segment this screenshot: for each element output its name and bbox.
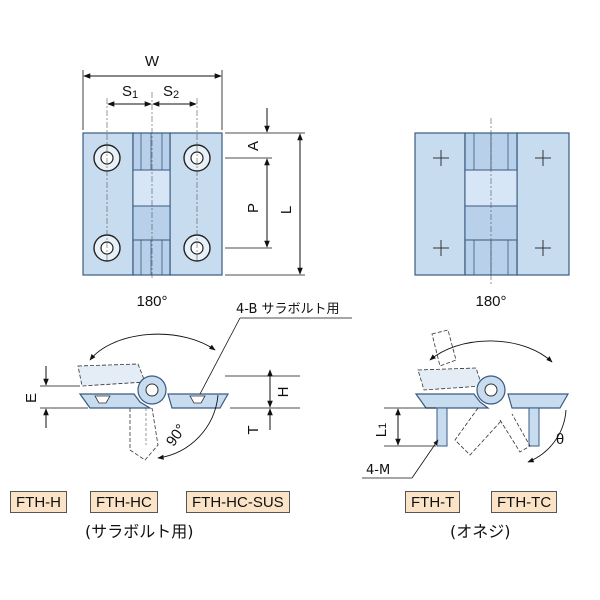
right-side-view: 180° θ L1 4-M [362,293,570,479]
stud-position-cross-icon [433,150,551,256]
model-tag-fth-hc: FTH-HC [90,491,158,513]
right-open-angle: 180° [475,293,506,310]
dim-e-label: E [23,393,40,403]
dim-t-label: T [245,425,262,434]
dim-s2-label: S2 [163,83,179,101]
dim-l-label: L [278,206,295,214]
dim-m-label: 4-M [366,463,390,478]
dim-p-label: P [245,203,262,213]
dim-w-label: W [145,53,160,70]
model-tag-fth-h: FTH-H [10,491,67,513]
left-side-view: 180° 90° 4-B サラボルト用 E H T [23,293,352,461]
model-tag-fth-t: FTH-T [405,491,461,513]
right-top-view [414,118,570,285]
right-angle-label: 90° [163,421,190,449]
dim-a-label: A [245,141,262,151]
dim-h-label: H [275,387,292,398]
dim-s1-label: S1 [122,83,138,101]
dim-theta-label: θ [556,431,564,448]
left-top-view: W S1 S2 A P L [82,53,305,280]
left-open-angle: 180° [136,293,167,310]
caption-countersunk: (サラボルト用) [85,522,194,541]
dim-l1-label: L1 [373,423,390,437]
model-tag-fth-tc: FTH-TC [491,491,558,513]
caption-male-thread: (オネジ) [450,522,511,541]
bolt-callout: 4-B サラボルト用 [236,302,340,317]
model-tag-fth-hc-sus: FTH-HC-SUS [186,491,290,513]
